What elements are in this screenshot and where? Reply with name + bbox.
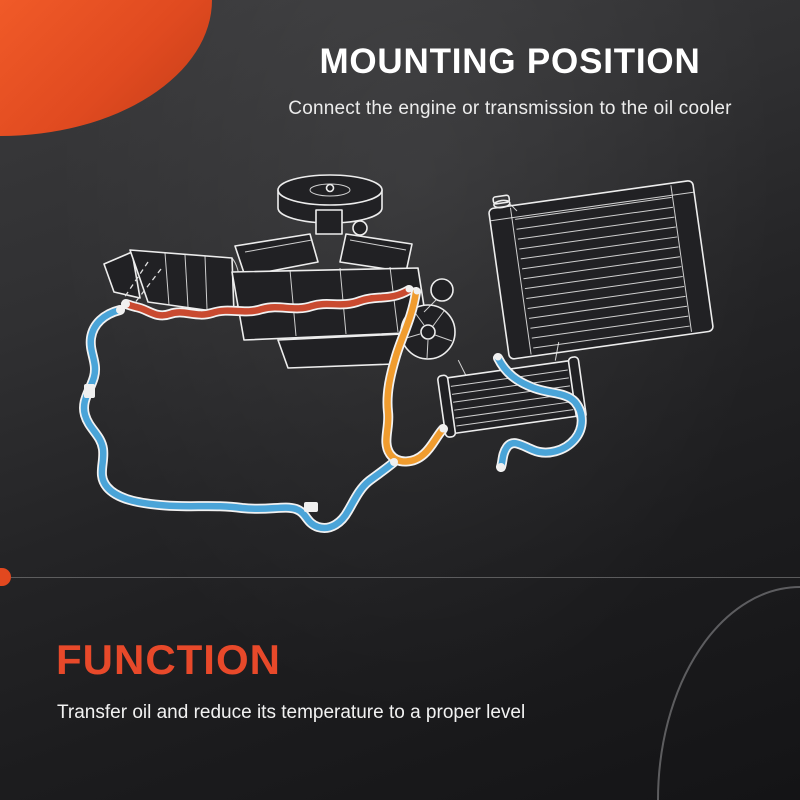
function-description: Transfer oil and reduce its temperature … xyxy=(57,702,526,723)
blue-hose-right xyxy=(493,353,587,472)
blue-hose-right-tube xyxy=(494,354,585,471)
radiator-filler-cap xyxy=(492,194,518,212)
oil-pan xyxy=(277,333,403,369)
oil-cooler-left-tank xyxy=(437,374,457,438)
carburetor xyxy=(315,209,343,235)
radiator-left-tank-line xyxy=(509,207,532,355)
orange-hose-tube xyxy=(383,288,447,465)
air-cleaner-lid xyxy=(277,174,383,206)
bottom-right-curve-decoration xyxy=(657,586,800,800)
dashed-connector-lines xyxy=(123,261,162,305)
header: MOUNTING POSITION Connect the engine or … xyxy=(230,42,790,120)
hose-coupler xyxy=(84,384,95,398)
orange-hose xyxy=(381,287,448,467)
engine-illustration xyxy=(231,174,456,369)
oil-cooler-illustration xyxy=(437,341,587,438)
blue-hose-left-tube xyxy=(80,306,398,532)
diagram-container xyxy=(60,150,740,570)
page-title: MOUNTING POSITION xyxy=(319,42,701,81)
red-hose-tube xyxy=(122,286,413,319)
oil-cooler-mounting-diagram xyxy=(79,174,714,533)
top-left-accent-shape xyxy=(0,0,212,136)
function-heading: FUNCTION xyxy=(56,636,281,683)
blue-hose-left xyxy=(79,305,399,533)
red-hose xyxy=(121,285,414,321)
radiator-illustration xyxy=(488,180,714,360)
radiator-fins xyxy=(515,196,690,349)
page-subtitle: Connect the engine or transmission to th… xyxy=(288,98,732,119)
hose-coupler xyxy=(304,502,318,512)
section-divider xyxy=(0,577,800,578)
wing-nut xyxy=(325,183,335,193)
hose-fittings xyxy=(116,285,505,471)
radiator-right-tank-line xyxy=(670,185,692,332)
divider-accent-tab xyxy=(0,568,11,586)
distributor xyxy=(352,220,368,236)
transmission-body xyxy=(129,249,235,315)
valve-cover-left xyxy=(234,233,319,277)
alternator xyxy=(430,278,454,302)
radiator-top-tank-line xyxy=(490,191,695,222)
